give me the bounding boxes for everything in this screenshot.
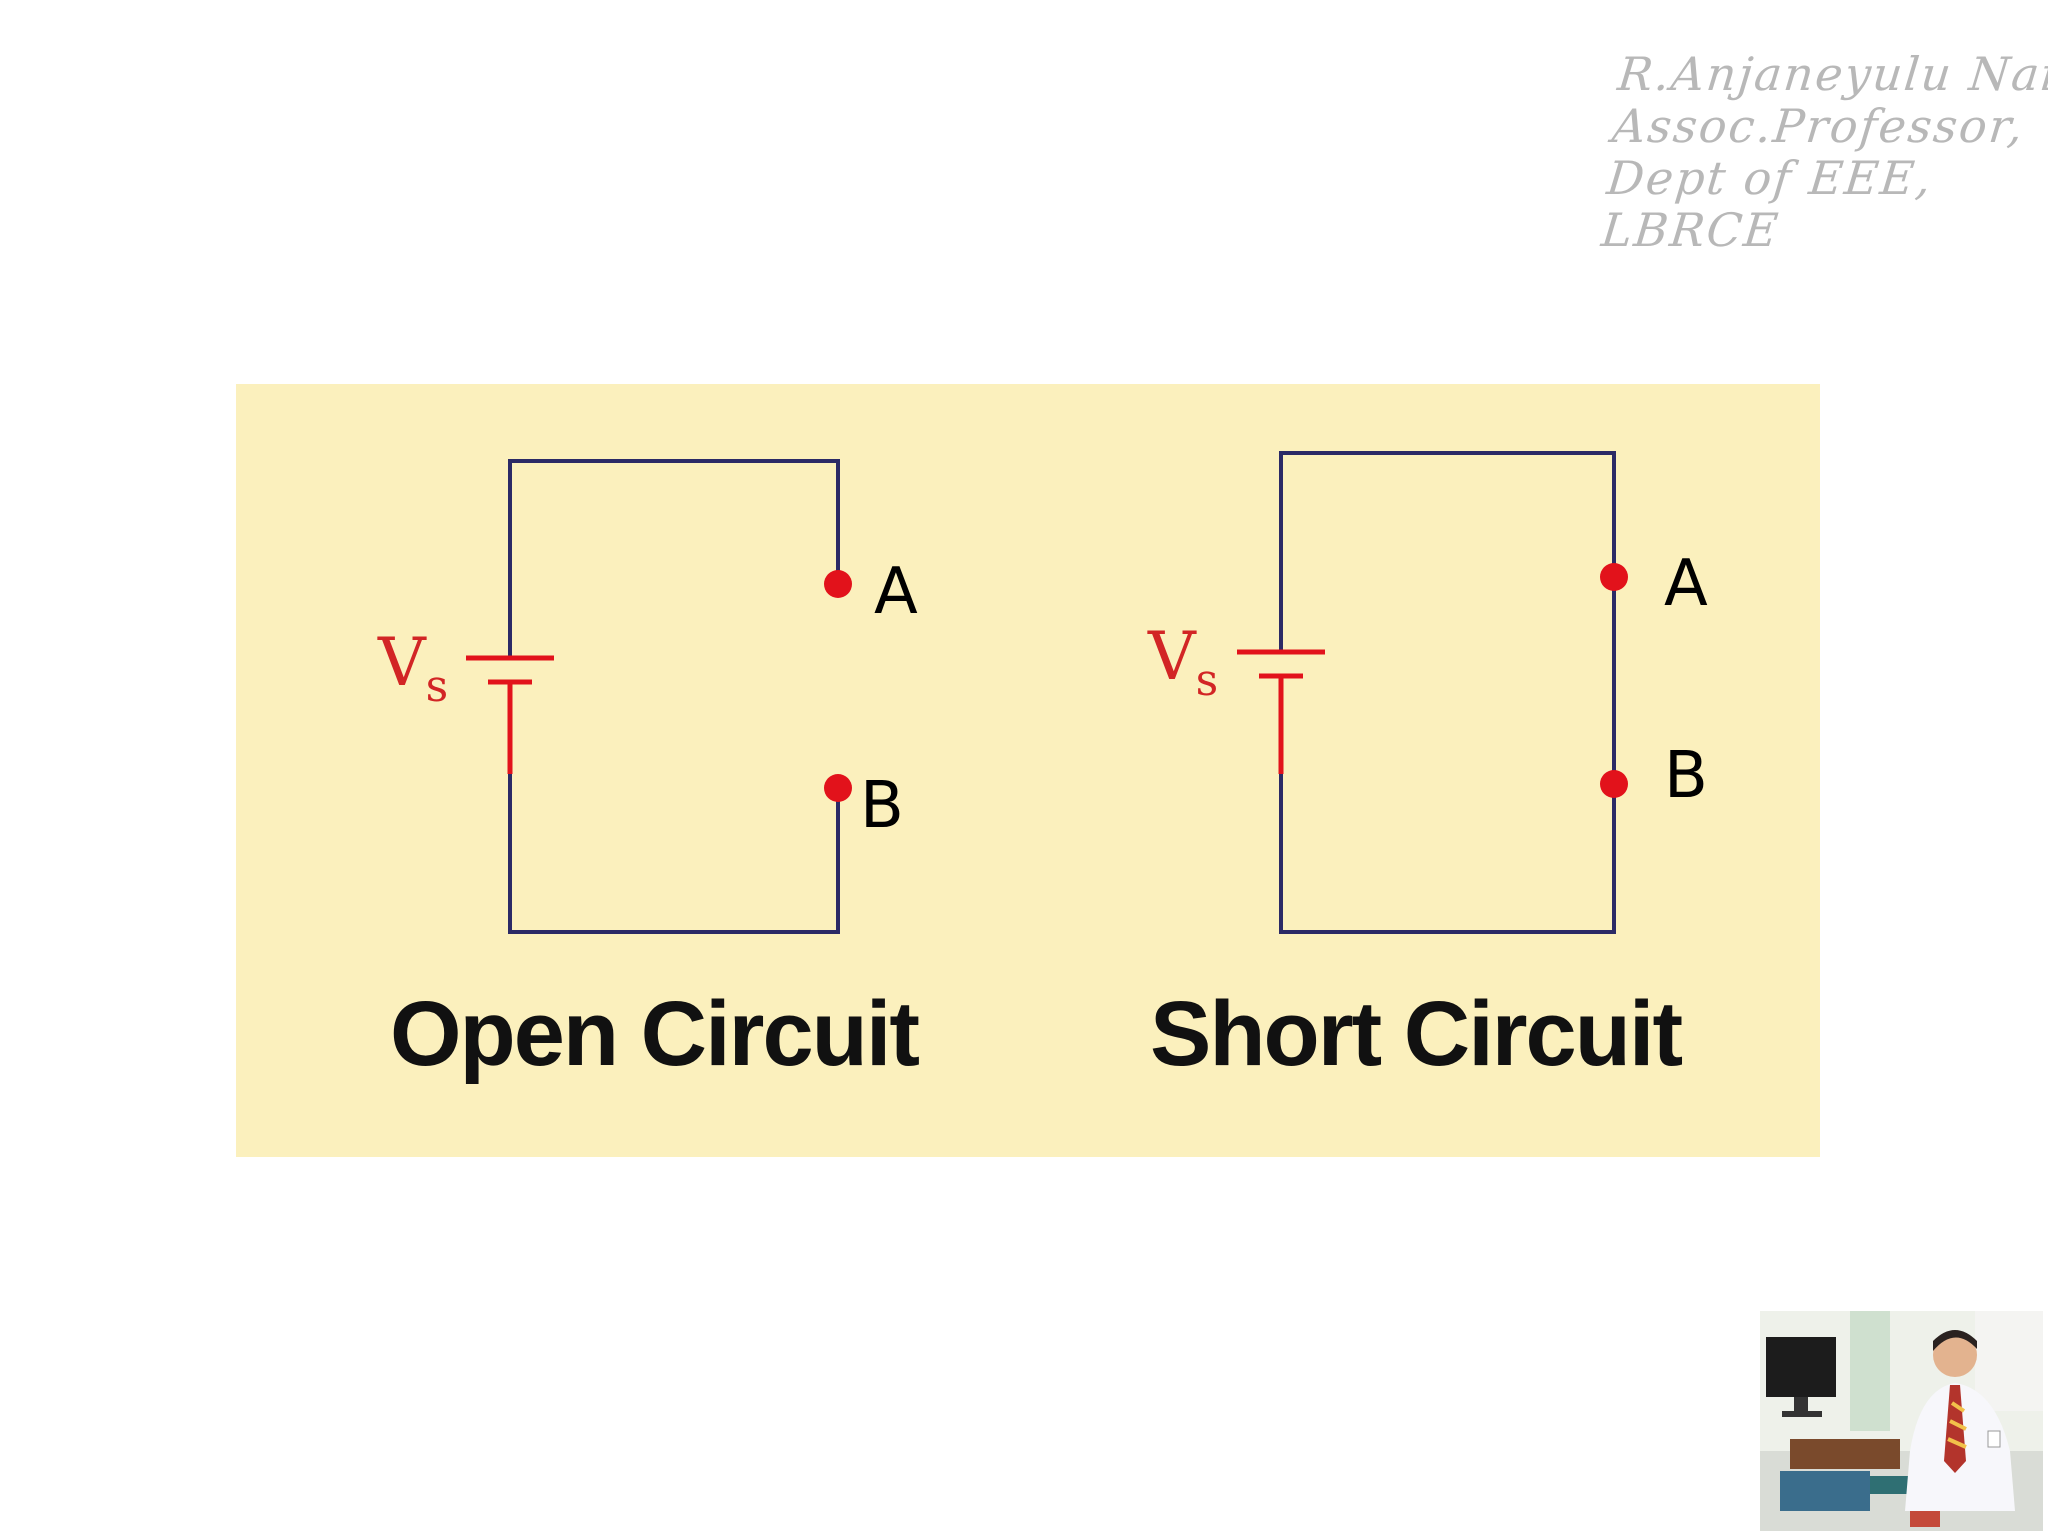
short-circuit-terminal-a: [1600, 563, 1628, 591]
short-circuit-source-letter: V: [1148, 618, 1196, 695]
short-circuit-source-label: Vs: [1148, 624, 1218, 707]
short-circuit-wires: [1279, 451, 1616, 934]
signature-line-college: LBRCE: [1598, 203, 1783, 257]
short-circuit-source-subscript: s: [1195, 655, 1219, 706]
short-circuit-title: Short Circuit: [1150, 983, 1683, 1085]
open-circuit-upper-wire: [508, 459, 840, 658]
presenter-photo: [1760, 1311, 2043, 1531]
open-circuit-battery-icon: [466, 655, 554, 774]
open-circuit-source-subscript: s: [425, 661, 449, 712]
open-circuit-label-b: B: [860, 769, 904, 843]
short-circuit-terminal-b: [1600, 770, 1628, 798]
short-circuit-lower-wire: [1279, 774, 1616, 934]
open-circuit-terminal-a: [824, 570, 852, 598]
circuit-diagrams-svg: [466, 451, 1628, 934]
author-signature: R.Anjaneyulu Naik, Assoc.Professor, Dept…: [1598, 47, 2048, 257]
open-circuit-title: Open Circuit: [390, 983, 920, 1085]
presenter-photo-illustration: [1760, 1311, 2043, 1531]
short-circuit-label-b: B: [1664, 739, 1708, 813]
signature-line-title: Assoc.Professor,: [1609, 99, 2028, 153]
short-circuit-label-a: A: [1664, 547, 1708, 621]
open-circuit-source-label: Vs: [378, 630, 448, 713]
short-circuit-upper-wire: [1279, 451, 1616, 652]
open-circuit-wires: [508, 459, 840, 934]
open-circuit-label-a: A: [874, 555, 918, 629]
open-circuit-terminal-b: [824, 774, 852, 802]
short-circuit-battery-icon: [1237, 649, 1325, 774]
open-circuit-source-letter: V: [378, 624, 426, 701]
signature-line-dept: Dept of EEE,: [1604, 151, 1936, 205]
open-circuit-lower-wire: [508, 774, 840, 934]
circuit-diagram-panel: Vs Vs A B A B Open Circuit Short Circuit: [236, 384, 1820, 1157]
signature-line-name: R.Anjaneyulu Naik,: [1615, 47, 2048, 101]
